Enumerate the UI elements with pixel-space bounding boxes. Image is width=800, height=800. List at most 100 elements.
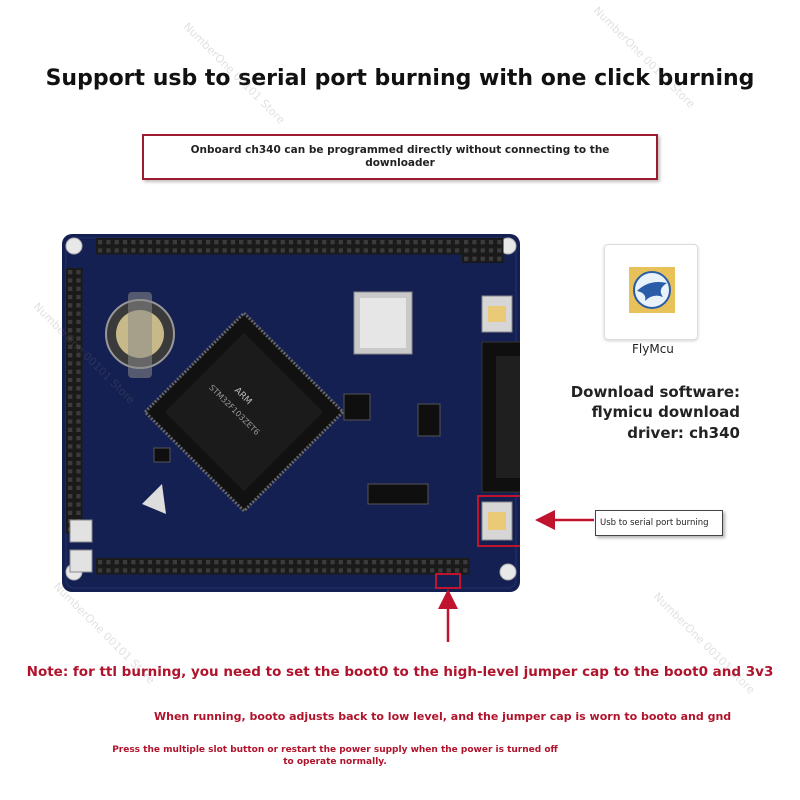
header-pin <box>76 510 81 515</box>
page-title: Support usb to serial port burning with … <box>45 66 755 91</box>
header-pin <box>421 560 426 565</box>
header-pin <box>147 560 153 565</box>
header-pin <box>313 240 319 245</box>
header-pin <box>214 560 219 565</box>
usb-highlight <box>477 495 520 547</box>
header-pin <box>181 248 186 253</box>
usb-connector-top <box>481 295 513 333</box>
header-pin <box>197 240 202 245</box>
header-pin <box>68 328 73 333</box>
header-pin <box>338 248 343 253</box>
header-pin <box>230 248 236 253</box>
header-pin <box>355 560 360 565</box>
header-pin <box>164 240 169 245</box>
header-pin <box>464 256 469 261</box>
header-pin <box>68 402 73 408</box>
header-pin <box>313 248 319 253</box>
header-pin <box>205 560 211 565</box>
header-pin <box>122 568 128 573</box>
header-pin <box>255 240 260 245</box>
header-pin <box>363 248 368 253</box>
header-pin <box>297 560 302 565</box>
header-pin <box>164 568 169 573</box>
flymcu-label: FlyMcu <box>632 342 674 356</box>
header-pin <box>68 353 73 358</box>
header-pin <box>106 240 111 245</box>
header-pin <box>189 568 194 573</box>
header-pin <box>454 560 460 565</box>
header-pin <box>497 240 502 245</box>
header-pin <box>76 344 81 349</box>
header-pin <box>338 240 343 245</box>
header-pin <box>347 560 352 565</box>
header-pin <box>430 240 435 245</box>
header-pin <box>76 411 81 416</box>
header-pin <box>76 328 81 333</box>
header-pin <box>76 477 81 482</box>
usb-serial-label-text: Usb to serial port burning <box>600 518 709 528</box>
header-pin <box>388 568 393 573</box>
header-pin <box>131 568 136 573</box>
header-pin <box>214 240 219 245</box>
header-pin <box>288 248 294 253</box>
header-pin <box>114 560 119 565</box>
header-pin <box>222 568 227 573</box>
header-pin <box>297 248 302 253</box>
header-pin <box>380 560 385 565</box>
header-pin <box>239 240 244 245</box>
header-pin <box>68 361 73 366</box>
header-pin <box>68 494 73 499</box>
header-pin <box>405 248 410 253</box>
header-pin <box>305 240 310 245</box>
header-pin <box>280 240 285 245</box>
header-pin <box>131 248 136 253</box>
header-pin <box>98 560 103 565</box>
header-pin <box>230 560 236 565</box>
header-pin <box>76 452 81 457</box>
header-pin <box>106 568 111 573</box>
header-pin <box>76 436 81 441</box>
header-pin <box>464 248 469 253</box>
header-pin <box>413 560 418 565</box>
header-pin <box>297 240 302 245</box>
header-pin <box>330 248 335 253</box>
header-pin <box>76 460 81 466</box>
header-pin <box>371 240 377 245</box>
header-pin <box>272 568 277 573</box>
header-pin <box>454 240 460 245</box>
header-pin <box>147 568 153 573</box>
download-line-2: flymicu download <box>591 403 740 422</box>
header-pin <box>446 240 451 245</box>
right-small-header <box>462 238 504 263</box>
header-pin <box>472 240 477 245</box>
header-pin <box>272 240 277 245</box>
header-pin <box>68 460 73 466</box>
header-pin <box>305 560 310 565</box>
header-pin <box>164 560 169 565</box>
header-pin <box>247 568 252 573</box>
header-pin <box>322 248 327 253</box>
header-pin <box>380 568 385 573</box>
header-pin <box>76 502 81 507</box>
header-pin <box>122 248 128 253</box>
header-pin <box>68 311 73 316</box>
dev-board-illustration: ARM STM32F103ZET6 <box>62 234 520 592</box>
header-pin <box>413 240 418 245</box>
header-pin <box>68 319 73 325</box>
header-pin <box>255 248 260 253</box>
header-pin <box>388 248 393 253</box>
header-pin <box>305 248 310 253</box>
header-pin <box>430 560 435 565</box>
header-pin <box>371 560 377 565</box>
header-pin <box>347 248 352 253</box>
header-pin <box>222 248 227 253</box>
header-pin <box>388 240 393 245</box>
header-pin <box>68 477 73 482</box>
header-pin <box>68 427 73 432</box>
header-pin <box>68 344 73 349</box>
header-pin <box>280 560 285 565</box>
watermark: NumberOne 00101 Store <box>590 4 698 111</box>
header-pin <box>322 560 327 565</box>
header-pin <box>280 568 285 573</box>
header-pin <box>230 240 236 245</box>
